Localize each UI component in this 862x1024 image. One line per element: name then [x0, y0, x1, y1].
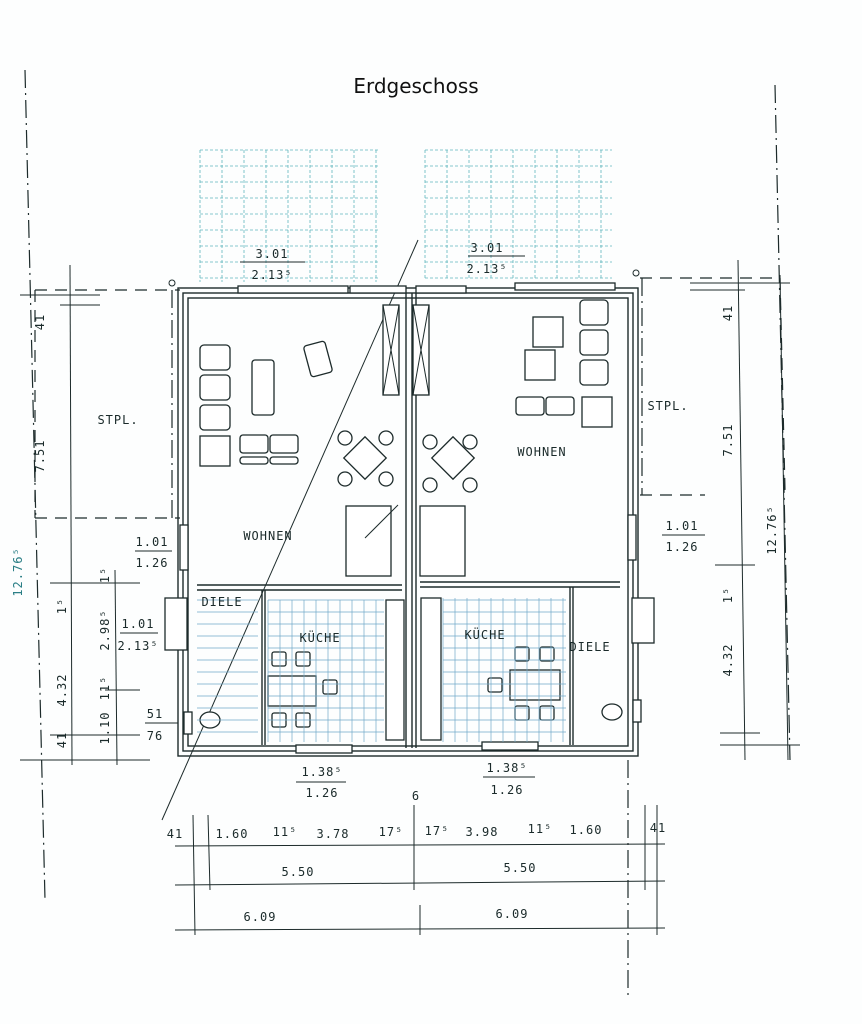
dim-right-window-width: 1.01	[666, 519, 699, 533]
building-walls	[164, 282, 655, 757]
dim-right-total: 12.76⁵	[765, 505, 779, 554]
dim-top-left-window-height: 2.13⁵	[251, 268, 292, 282]
dim-left-432: 4.32	[55, 674, 69, 707]
dim-right-432: 4.32	[721, 644, 735, 677]
dim-row1-item: 41	[650, 821, 666, 835]
room-label-right-living: WOHNEN	[517, 445, 566, 459]
dim-bottom-right-window-width: 1.38⁵	[486, 761, 527, 775]
dim-left-11-5: 11⁵	[98, 676, 112, 701]
kitchen-tiles	[197, 598, 566, 742]
dim-left-door-height: 2.13⁵	[117, 639, 158, 653]
dim-right-751: 7.51	[721, 424, 735, 457]
dim-row1-item: 11⁵	[528, 822, 553, 836]
dim-right-window-height: 1.26	[666, 540, 699, 554]
dim-row1-item: 1.60	[570, 823, 603, 837]
room-label-right-hall: DIELE	[569, 640, 610, 654]
dim-bottom-right-window-height: 1.26	[491, 783, 524, 797]
dim-party-wall: 6	[412, 789, 420, 803]
dim-row1-item: 11⁵	[273, 825, 298, 839]
room-label-left-kitchen: KÜCHE	[299, 629, 340, 645]
dim-left-window-width: 1.01	[136, 535, 169, 549]
dim-left-110: 1.10	[98, 712, 112, 745]
dim-row1-item: 3.98	[466, 825, 499, 839]
dim-row3-item: 6.09	[496, 907, 529, 921]
room-label-left-living: WOHNEN	[243, 529, 292, 543]
dim-left-top-41: 41	[33, 314, 47, 330]
dim-top-right-window-width: 3.01	[471, 241, 504, 255]
dim-left-window-height: 1.26	[136, 556, 169, 570]
dim-wc-window-height: 76	[147, 729, 163, 743]
dim-left-751: 7.51	[33, 440, 47, 473]
room-label-left-parking: STPL.	[97, 413, 138, 427]
dim-top-right-window-height: 2.13⁵	[466, 262, 507, 276]
dim-row1-item: 3.78	[317, 827, 350, 841]
dim-left-bottom-41: 41	[55, 732, 69, 748]
terrace-grid	[199, 149, 612, 282]
dim-left-1-5a: 1⁵	[98, 567, 112, 583]
room-label-left-hall: DIELE	[201, 595, 242, 609]
dim-row1-item: 1.60	[216, 827, 249, 841]
room-label-right-kitchen: KÜCHE	[464, 626, 505, 642]
room-label-right-parking: STPL.	[647, 399, 688, 413]
dim-row2-item: 5.50	[282, 865, 315, 879]
dim-row1-item: 17⁵	[425, 824, 450, 838]
dim-bottom-left-window-width: 1.38⁵	[301, 765, 342, 779]
dim-right-1-5: 1⁵	[721, 587, 735, 603]
plan-title: Erdgeschoss	[353, 74, 478, 98]
dim-row1-item: 41	[167, 827, 183, 841]
dim-left-total: 12.76⁵	[11, 547, 25, 596]
dim-left-door-width: 1.01	[122, 617, 155, 631]
furniture	[199, 299, 623, 741]
dim-bottom-left-window-height: 1.26	[306, 786, 339, 800]
dim-wc-window-width: 51	[147, 707, 163, 721]
dim-left-1-5b: 1⁵	[55, 598, 69, 614]
dim-top-left-window-width: 3.01	[256, 247, 289, 261]
dim-right-top-41: 41	[721, 305, 735, 321]
dimension-lines	[20, 255, 800, 936]
dim-left-298: 2.98⁵	[98, 609, 112, 650]
dim-row2-item: 5.50	[504, 861, 537, 875]
dim-row3-item: 6.09	[244, 910, 277, 924]
dim-row1-item: 17⁵	[379, 825, 404, 839]
